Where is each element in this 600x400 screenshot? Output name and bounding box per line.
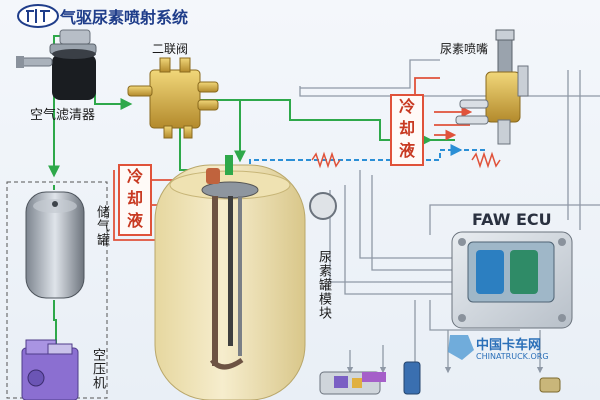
coolant-left-char-3: 液 <box>126 211 143 230</box>
coolant-box-left: 冷 却 液 <box>118 164 152 236</box>
urea-tank-illustration <box>154 155 337 400</box>
label-compressor: 空压机 <box>90 348 105 390</box>
watermark-logo-mark <box>448 335 474 360</box>
air-tank-illustration <box>25 191 85 299</box>
heater-coil-right <box>471 151 501 169</box>
faw-logo <box>17 4 59 28</box>
coolant-right-char-3: 液 <box>398 141 415 160</box>
ecu-illustration <box>451 231 573 329</box>
compressor-illustration <box>21 339 79 400</box>
coolant-left-char-2: 却 <box>126 189 143 208</box>
watermark-url: CHINATRUCK.ORG <box>476 352 549 361</box>
coolant-right-char-1: 冷 <box>398 97 415 116</box>
air-filter-illustration <box>16 29 97 100</box>
label-urea-nozzle: 尿素喷嘴 <box>440 42 489 56</box>
diagram-title: 气驱尿素喷射系统 <box>60 8 189 27</box>
sensor-illustrations <box>319 361 561 395</box>
heater-coil-left <box>311 151 341 169</box>
label-tank-module: 尿素罐模块 <box>316 250 331 320</box>
label-two-way-valve: 二联阀 <box>152 42 189 56</box>
urea-nozzle-illustration <box>455 29 529 145</box>
label-air-tank: 储气罐 <box>94 205 109 247</box>
watermark-brand: 中国卡车网 <box>476 338 542 353</box>
label-ecu: FAW ECU <box>472 210 552 229</box>
coolant-right-char-2: 却 <box>398 119 415 138</box>
coolant-box-right: 冷 却 液 <box>390 94 424 166</box>
label-air-filter: 空气滤清器 <box>30 108 96 123</box>
two-way-valve-illustration <box>127 57 219 139</box>
coolant-left-char-1: 冷 <box>126 167 143 186</box>
